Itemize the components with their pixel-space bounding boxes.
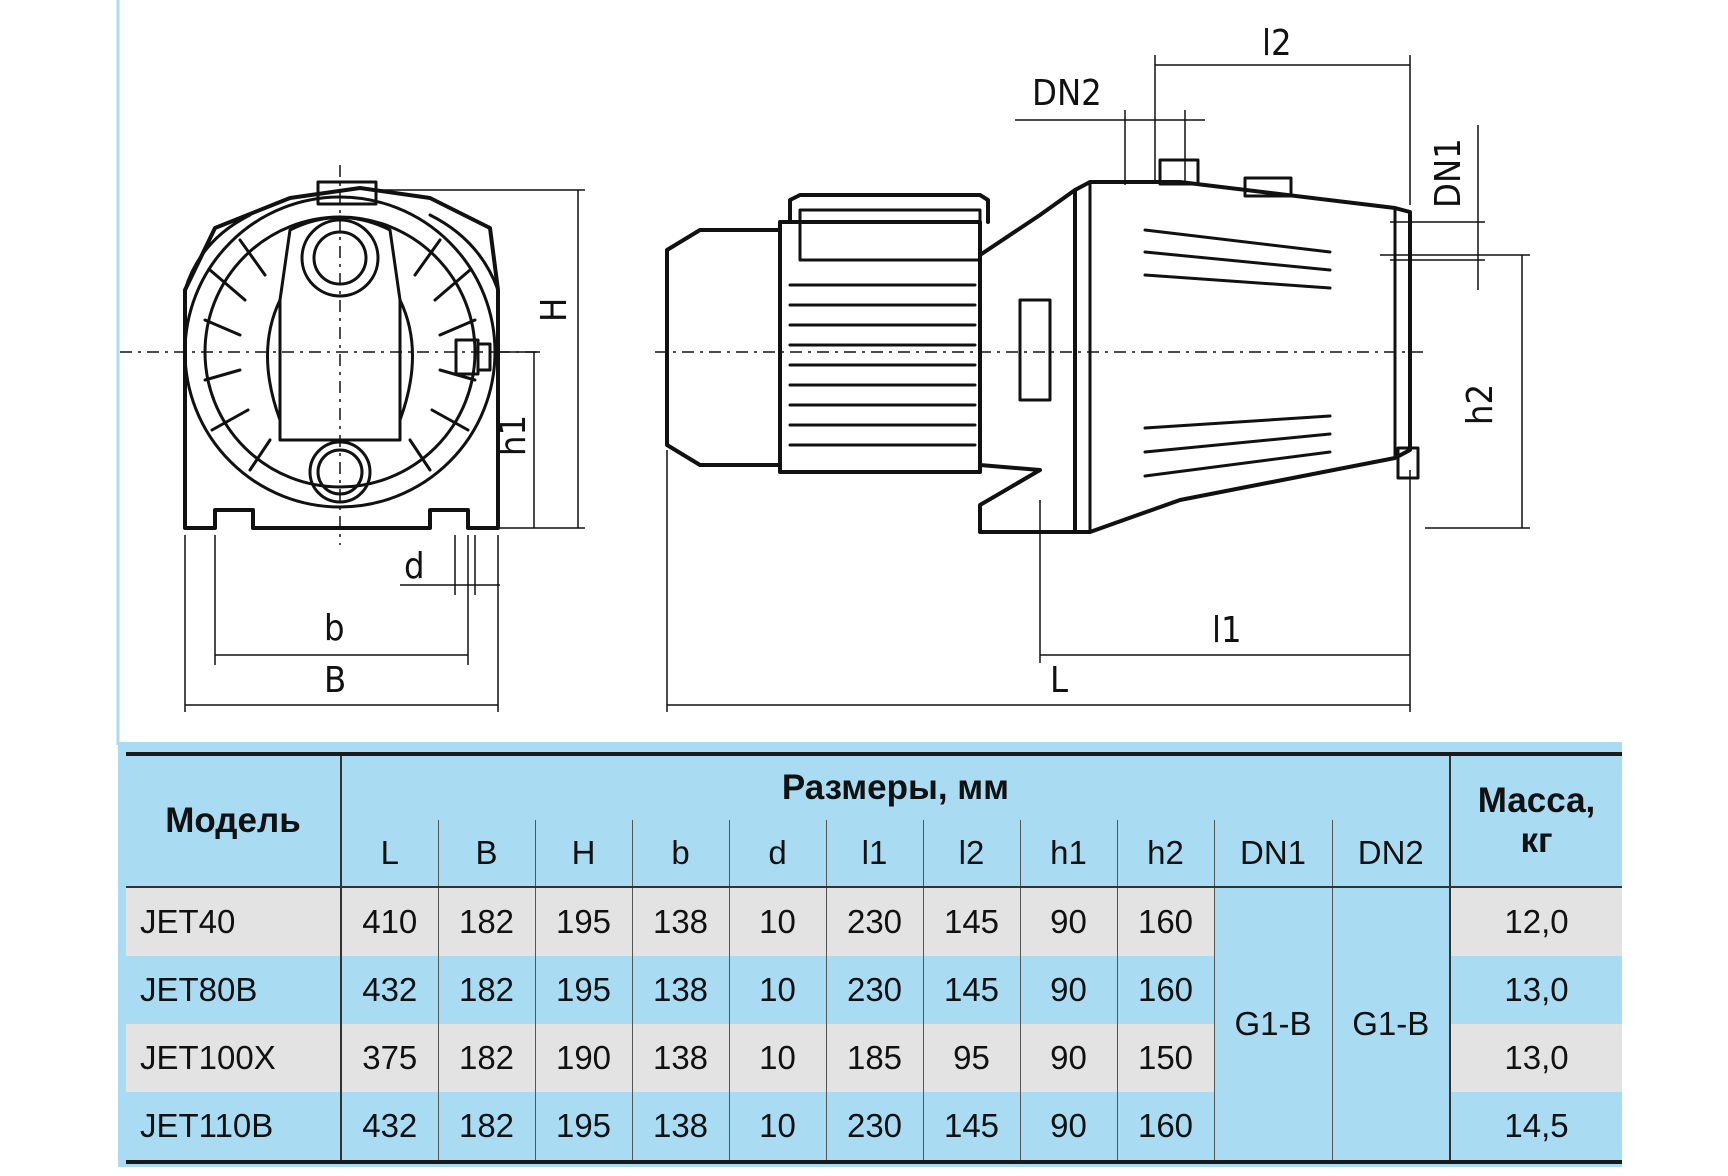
value-cell: 182 [437, 1092, 535, 1162]
value-cell: 182 [437, 1024, 535, 1092]
value-cell: 432 [340, 1092, 438, 1162]
column-header: H [534, 820, 632, 888]
mass-cell: 13,0 [1449, 956, 1622, 1024]
value-cell: 185 [825, 1024, 923, 1092]
label-d: d [404, 546, 425, 587]
value-cell: 230 [825, 1092, 923, 1162]
value-cell: 138 [631, 956, 729, 1024]
value-cell: 230 [825, 956, 923, 1024]
value-cell: 190 [534, 1024, 632, 1092]
value-cell: 150 [1116, 1024, 1214, 1092]
column-header: h2 [1116, 820, 1214, 888]
dn2-cell: G1-B [1331, 887, 1450, 1162]
value-cell: 90 [1019, 887, 1117, 956]
model-cell: JET110B [126, 1092, 341, 1162]
value-cell: 10 [728, 1092, 826, 1162]
spec-table: Модель Размеры, мм Масса, кг L B H b d l… [126, 752, 1622, 1164]
dims-header: Размеры, мм [340, 754, 1450, 820]
column-header: DN1 [1213, 820, 1332, 888]
mass-cell: 12,0 [1449, 887, 1622, 956]
label-b: b [324, 608, 345, 649]
value-cell: 195 [534, 887, 632, 956]
value-cell: 182 [437, 887, 535, 956]
value-cell: 10 [728, 956, 826, 1024]
label-DN2: DN2 [1032, 73, 1102, 114]
model-cell: JET100X [126, 1024, 341, 1092]
label-h2: h2 [1460, 384, 1501, 425]
column-header: d [728, 820, 826, 888]
pump-drawing: H h1 d b B l2 DN2 DN1 h2 l1 L [116, 0, 1530, 745]
value-cell: 432 [340, 956, 438, 1024]
value-cell: 145 [922, 1092, 1020, 1162]
value-cell: 138 [631, 1092, 729, 1162]
column-header: l2 [922, 820, 1020, 888]
label-l1: l1 [1212, 610, 1242, 651]
value-cell: 10 [728, 887, 826, 956]
model-header: Модель [126, 754, 341, 888]
label-DN1: DN1 [1428, 138, 1469, 208]
value-cell: 160 [1116, 956, 1214, 1024]
column-header: h1 [1019, 820, 1117, 888]
value-cell: 182 [437, 956, 535, 1024]
label-H: H [534, 298, 575, 322]
value-cell: 138 [631, 1024, 729, 1092]
column-header: DN2 [1331, 820, 1450, 888]
value-cell: 145 [922, 887, 1020, 956]
label-h1: h1 [493, 415, 534, 456]
value-cell: 230 [825, 887, 923, 956]
value-cell: 195 [534, 956, 632, 1024]
model-cell: JET80B [126, 956, 341, 1024]
pump-front-view [183, 180, 500, 530]
value-cell: 410 [340, 887, 438, 956]
label-l2: l2 [1262, 23, 1292, 64]
column-header: l1 [825, 820, 923, 888]
value-cell: 160 [1116, 887, 1214, 956]
pump-side-view [665, 158, 1420, 534]
column-header: b [631, 820, 729, 888]
value-cell: 375 [340, 1024, 438, 1092]
label-L: L [1050, 660, 1068, 701]
value-cell: 90 [1019, 956, 1117, 1024]
column-header: B [437, 820, 535, 888]
label-B: B [324, 660, 346, 701]
value-cell: 138 [631, 887, 729, 956]
value-cell: 10 [728, 1024, 826, 1092]
dn1-cell: G1-B [1213, 887, 1332, 1162]
model-cell: JET40 [126, 887, 341, 956]
value-cell: 90 [1019, 1024, 1117, 1092]
mass-header: Масса, кг [1449, 754, 1622, 888]
value-cell: 195 [534, 1092, 632, 1162]
value-cell: 145 [922, 956, 1020, 1024]
value-cell: 90 [1019, 1092, 1117, 1162]
value-cell: 95 [922, 1024, 1020, 1092]
spec-table-panel: Модель Размеры, мм Масса, кг L B H b d l… [118, 742, 1622, 1174]
mass-cell: 13,0 [1449, 1024, 1622, 1092]
value-cell: 160 [1116, 1092, 1214, 1162]
column-header: L [340, 820, 438, 888]
mass-cell: 14,5 [1449, 1092, 1622, 1162]
